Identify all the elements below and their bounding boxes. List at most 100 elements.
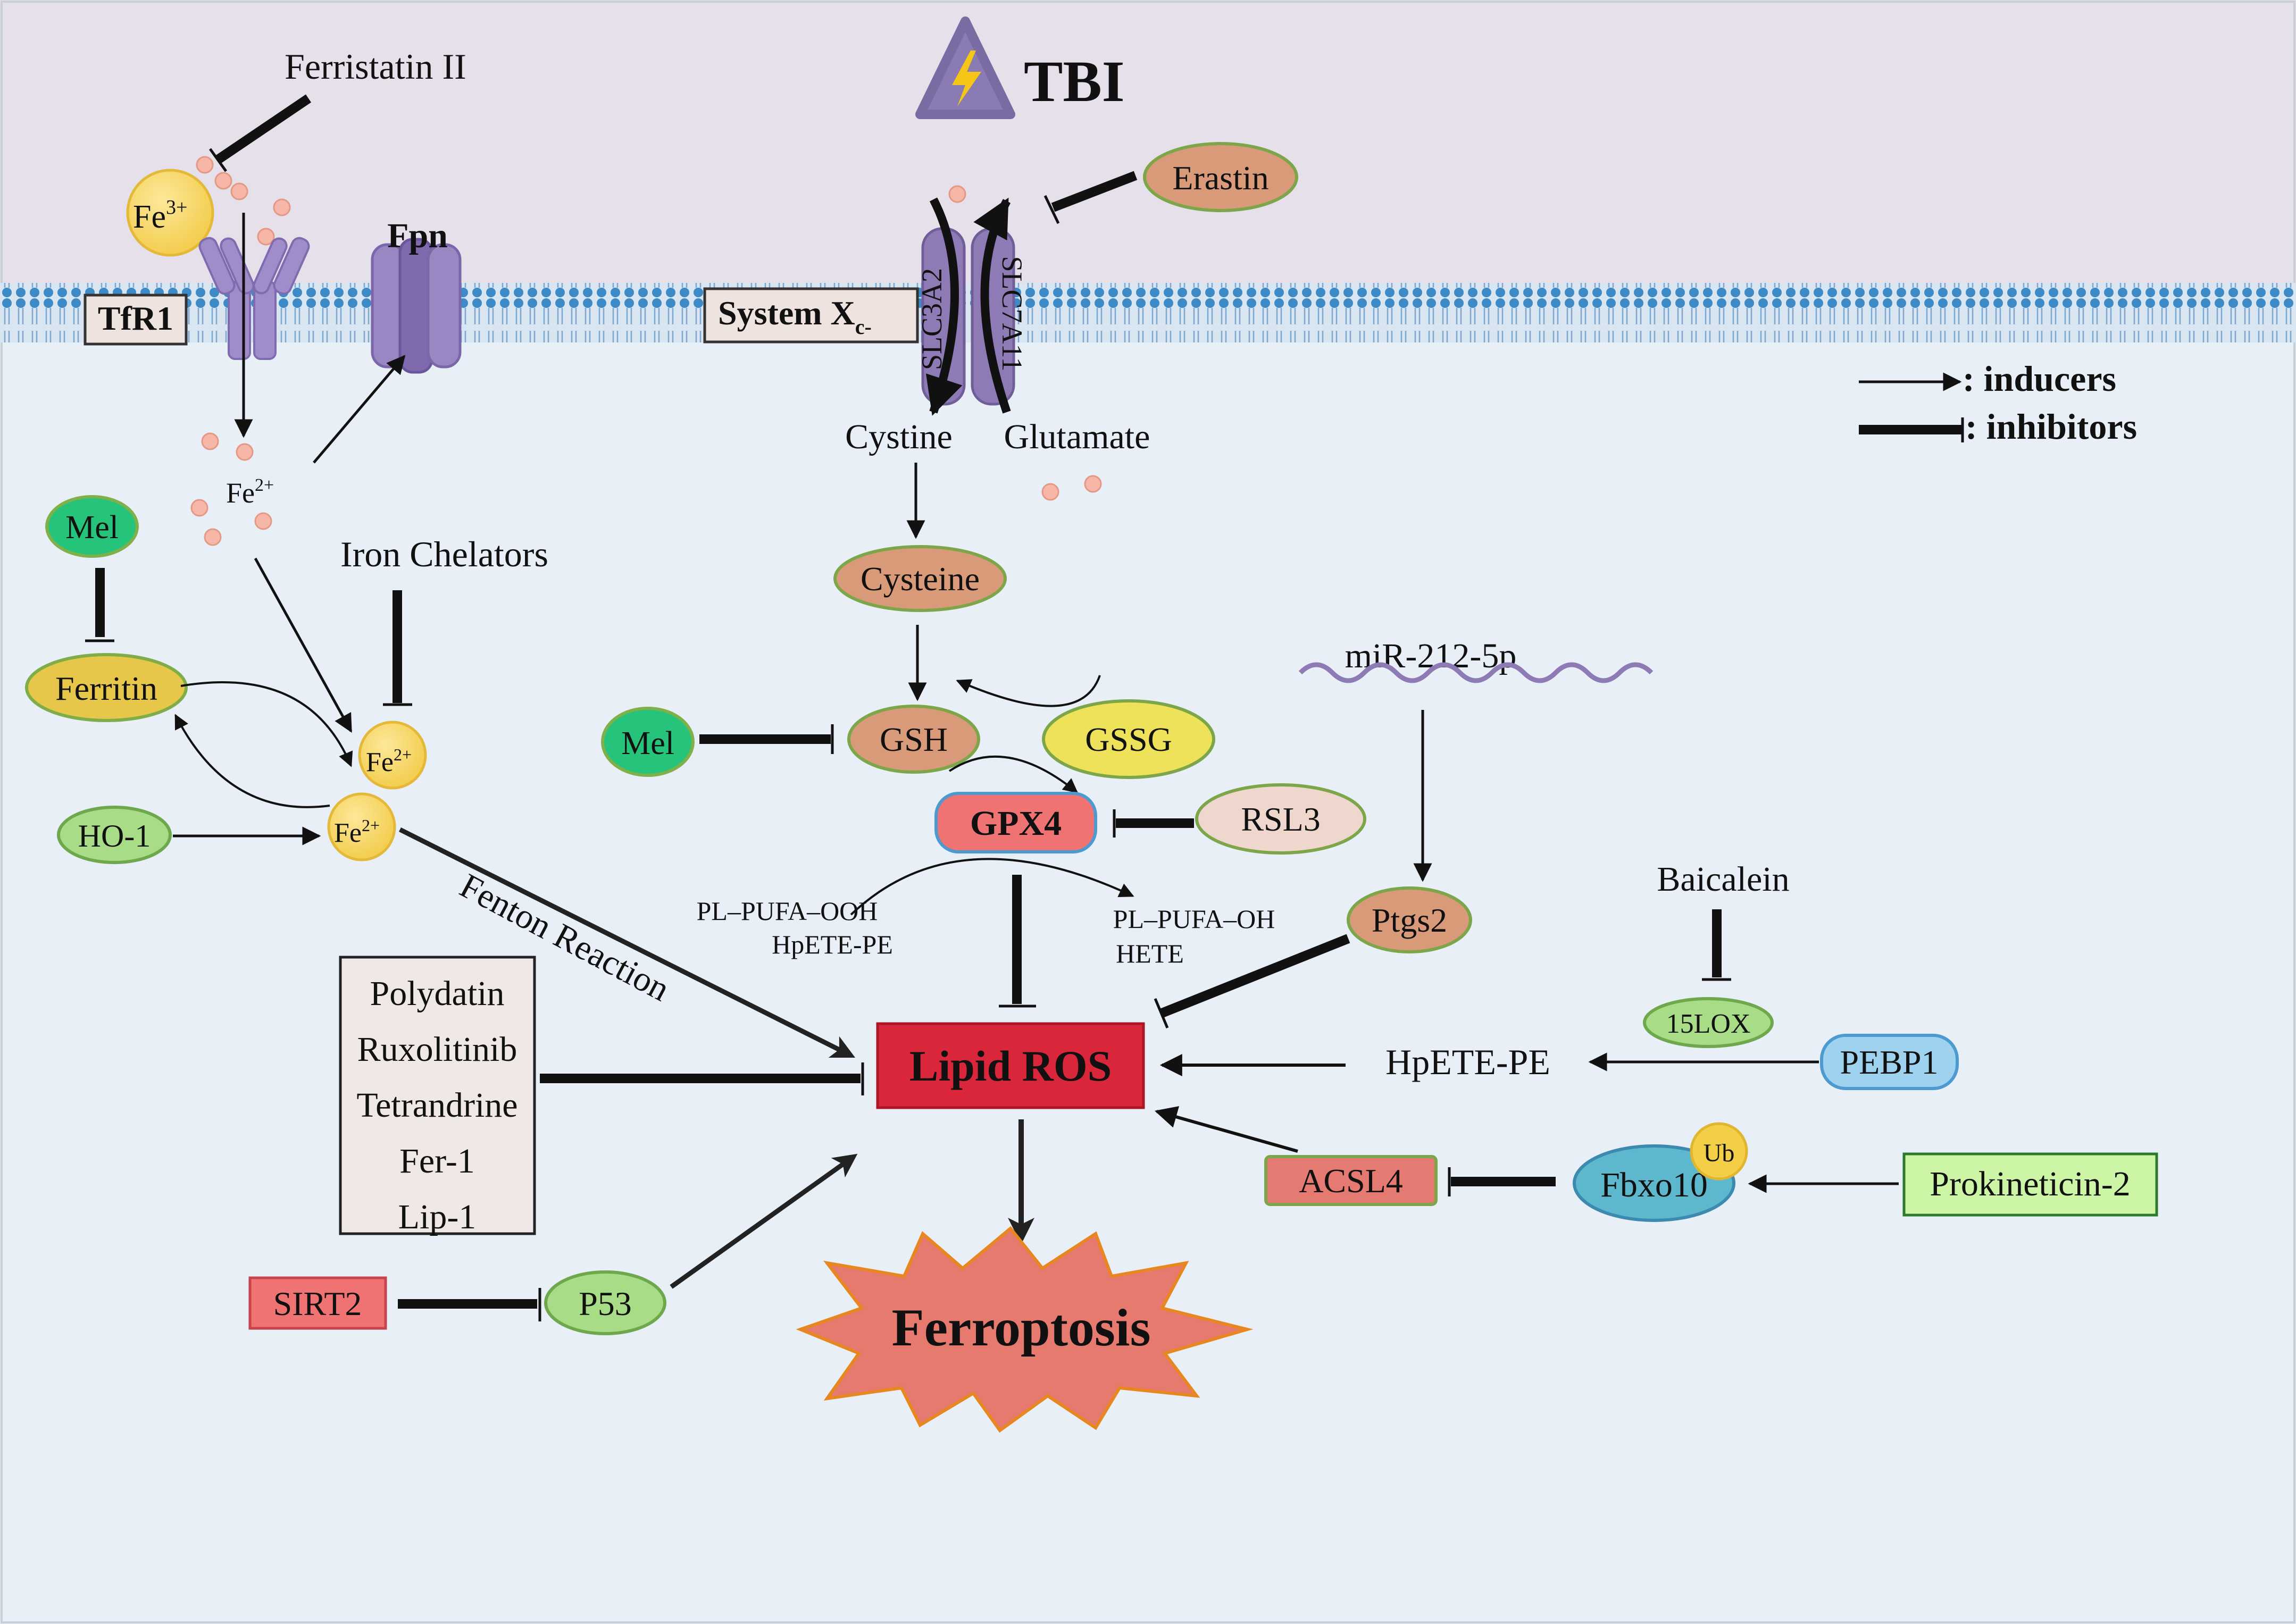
mel-gsh-node xyxy=(601,707,695,777)
ho1-label: HO-1 xyxy=(78,818,151,853)
acsl4-node xyxy=(1264,1155,1438,1206)
iron-dots xyxy=(190,156,1102,546)
pebp1-label: PEBP1 xyxy=(1840,1043,1939,1081)
fe2-export-arrow xyxy=(313,355,406,464)
sirt2-label: SIRT2 xyxy=(273,1285,362,1322)
ptgs2-node xyxy=(1347,886,1472,953)
fe2-lower-charge: 2+ xyxy=(362,816,380,835)
lox15-label: 15LOX xyxy=(1666,1009,1751,1039)
fe2-ion-upper xyxy=(358,721,427,790)
fe2-lower-label: Fe xyxy=(334,818,362,848)
ferritin-release-arrow xyxy=(180,681,353,767)
hpete-pe-small-label: HpETE-PE xyxy=(772,930,893,959)
pl-pufa-ooh-label: PL–PUFA–OOH xyxy=(697,896,878,926)
prokineticin-label: Prokineticin-2 xyxy=(1930,1165,2131,1203)
svg-text:Fe3+: Fe3+ xyxy=(133,196,187,235)
system-xc-subscript: c- xyxy=(855,315,872,339)
gssg-to-gsh-arrow xyxy=(956,675,1101,707)
mel-gsh-label: Mel xyxy=(621,725,674,761)
acsl4-to-lipid-ros-arrow xyxy=(1154,1106,1298,1153)
gpx4-node xyxy=(934,792,1097,853)
pl-pufa-oh-label: PL–PUFA–OH xyxy=(1113,904,1275,934)
fpn-channel xyxy=(371,238,462,374)
tbi-title: TBI xyxy=(1024,49,1125,114)
svg-text:Fe2+: Fe2+ xyxy=(226,475,274,509)
ubiquitin-label: Ub xyxy=(1704,1139,1735,1167)
inhibitor-drug-item: Lip-1 xyxy=(398,1198,477,1236)
fe3-ion xyxy=(126,169,214,257)
ferroptosis-burst xyxy=(796,1226,1254,1433)
gpx4-reduction-arrow xyxy=(850,858,1134,916)
sirt2-node xyxy=(248,1276,387,1330)
fenton-arrow xyxy=(398,827,856,1058)
rsl3-node xyxy=(1195,783,1366,855)
ptgs2-inhibition xyxy=(1160,934,1350,1018)
svg-text:System Xc-: System Xc- xyxy=(718,294,872,339)
baicalein-label: Baicalein xyxy=(1657,860,1789,899)
legend: : inducers : inhibitors xyxy=(1859,358,2137,447)
gssg-label: GSSG xyxy=(1085,721,1172,758)
p53-node xyxy=(544,1270,666,1335)
slc3a2-label: SLC3A2 xyxy=(916,268,948,370)
tfr1-box xyxy=(84,294,188,346)
cysteine-label: Cysteine xyxy=(861,560,980,598)
extracellular-space xyxy=(0,0,2296,290)
ferritin-storage-arrow xyxy=(174,714,330,808)
iron-chelators-label: Iron Chelators xyxy=(340,534,548,574)
glutamate-label: Glutamate xyxy=(1004,417,1150,456)
fe2-ion-lower xyxy=(327,792,396,861)
ubiquitin-node xyxy=(1690,1122,1748,1181)
ferritin-label: Ferritin xyxy=(55,669,157,707)
fe2-upper-label: Fe xyxy=(366,747,394,777)
inhibitor-drug-item: Tetrandrine xyxy=(356,1086,517,1125)
p53-to-lipid-ros-arrow xyxy=(670,1153,858,1289)
ferristatin-inhibition xyxy=(215,94,312,164)
fe2-to-pool-arrow xyxy=(254,557,353,733)
mir-rna-wave xyxy=(1298,662,1654,683)
fe2-free-label: Fe xyxy=(226,477,255,509)
inhibitor-drug-item: Fer-1 xyxy=(399,1142,475,1181)
ferristatin-label: Ferristatin II xyxy=(285,46,466,87)
gsh-node xyxy=(847,705,980,774)
lox15-node xyxy=(1643,997,1774,1048)
glutamate-export-arrow xyxy=(973,197,1011,414)
cell-membrane xyxy=(0,283,2296,342)
fe2-free-charge: 2+ xyxy=(255,475,274,495)
ferritin-node xyxy=(25,653,188,722)
fe3-label: Fe xyxy=(133,199,166,235)
lipid-ros-label: Lipid ROS xyxy=(909,1042,1112,1090)
slc7a11-label: SLC7A11 xyxy=(996,256,1028,371)
hete-label: HETE xyxy=(1116,939,1184,968)
ho1-node xyxy=(57,806,172,864)
cystine-label: Cystine xyxy=(845,417,953,456)
inhibitor-drug-item: Polydatin xyxy=(370,974,504,1013)
gssg-node xyxy=(1042,699,1215,779)
mel-ferritin-node xyxy=(45,495,139,558)
erastin-label: Erastin xyxy=(1172,159,1268,197)
gsh-to-gssg-arrow xyxy=(948,755,1079,793)
ferroptosis-label: Ferroptosis xyxy=(892,1298,1151,1357)
erastin-node xyxy=(1143,142,1298,212)
cystine-import-arrow xyxy=(925,197,963,416)
legend-inducers: : inducers xyxy=(1963,358,2116,399)
prokineticin-node xyxy=(1902,1152,2158,1217)
ptgs2-label: Ptgs2 xyxy=(1372,901,1447,939)
rsl3-label: RSL3 xyxy=(1241,800,1320,838)
svg-text:Fe2+: Fe2+ xyxy=(366,745,412,777)
cysteine-node xyxy=(833,545,1007,612)
system-xc-box xyxy=(703,287,919,344)
fpn-label: Fpn xyxy=(387,216,448,255)
lipid-ros-node xyxy=(876,1022,1145,1109)
gsh-label: GSH xyxy=(880,721,948,758)
system-xc-label: System X xyxy=(718,294,855,332)
inhibitor-drug-box xyxy=(339,956,536,1235)
tfr1-label: TfR1 xyxy=(98,299,173,337)
legend-inhibitors: : inhibitors xyxy=(1965,406,2137,447)
fbxo10-label: Fbxo10 xyxy=(1600,1166,1708,1204)
inhibitor-drug-list: PolydatinRuxolitinibTetrandrineFer-1Lip-… xyxy=(356,974,517,1236)
fe3-charge: 3+ xyxy=(166,196,187,219)
hpete-pe-label: HpETE-PE xyxy=(1385,1042,1550,1082)
acsl4-label: ACSL4 xyxy=(1299,1162,1403,1200)
